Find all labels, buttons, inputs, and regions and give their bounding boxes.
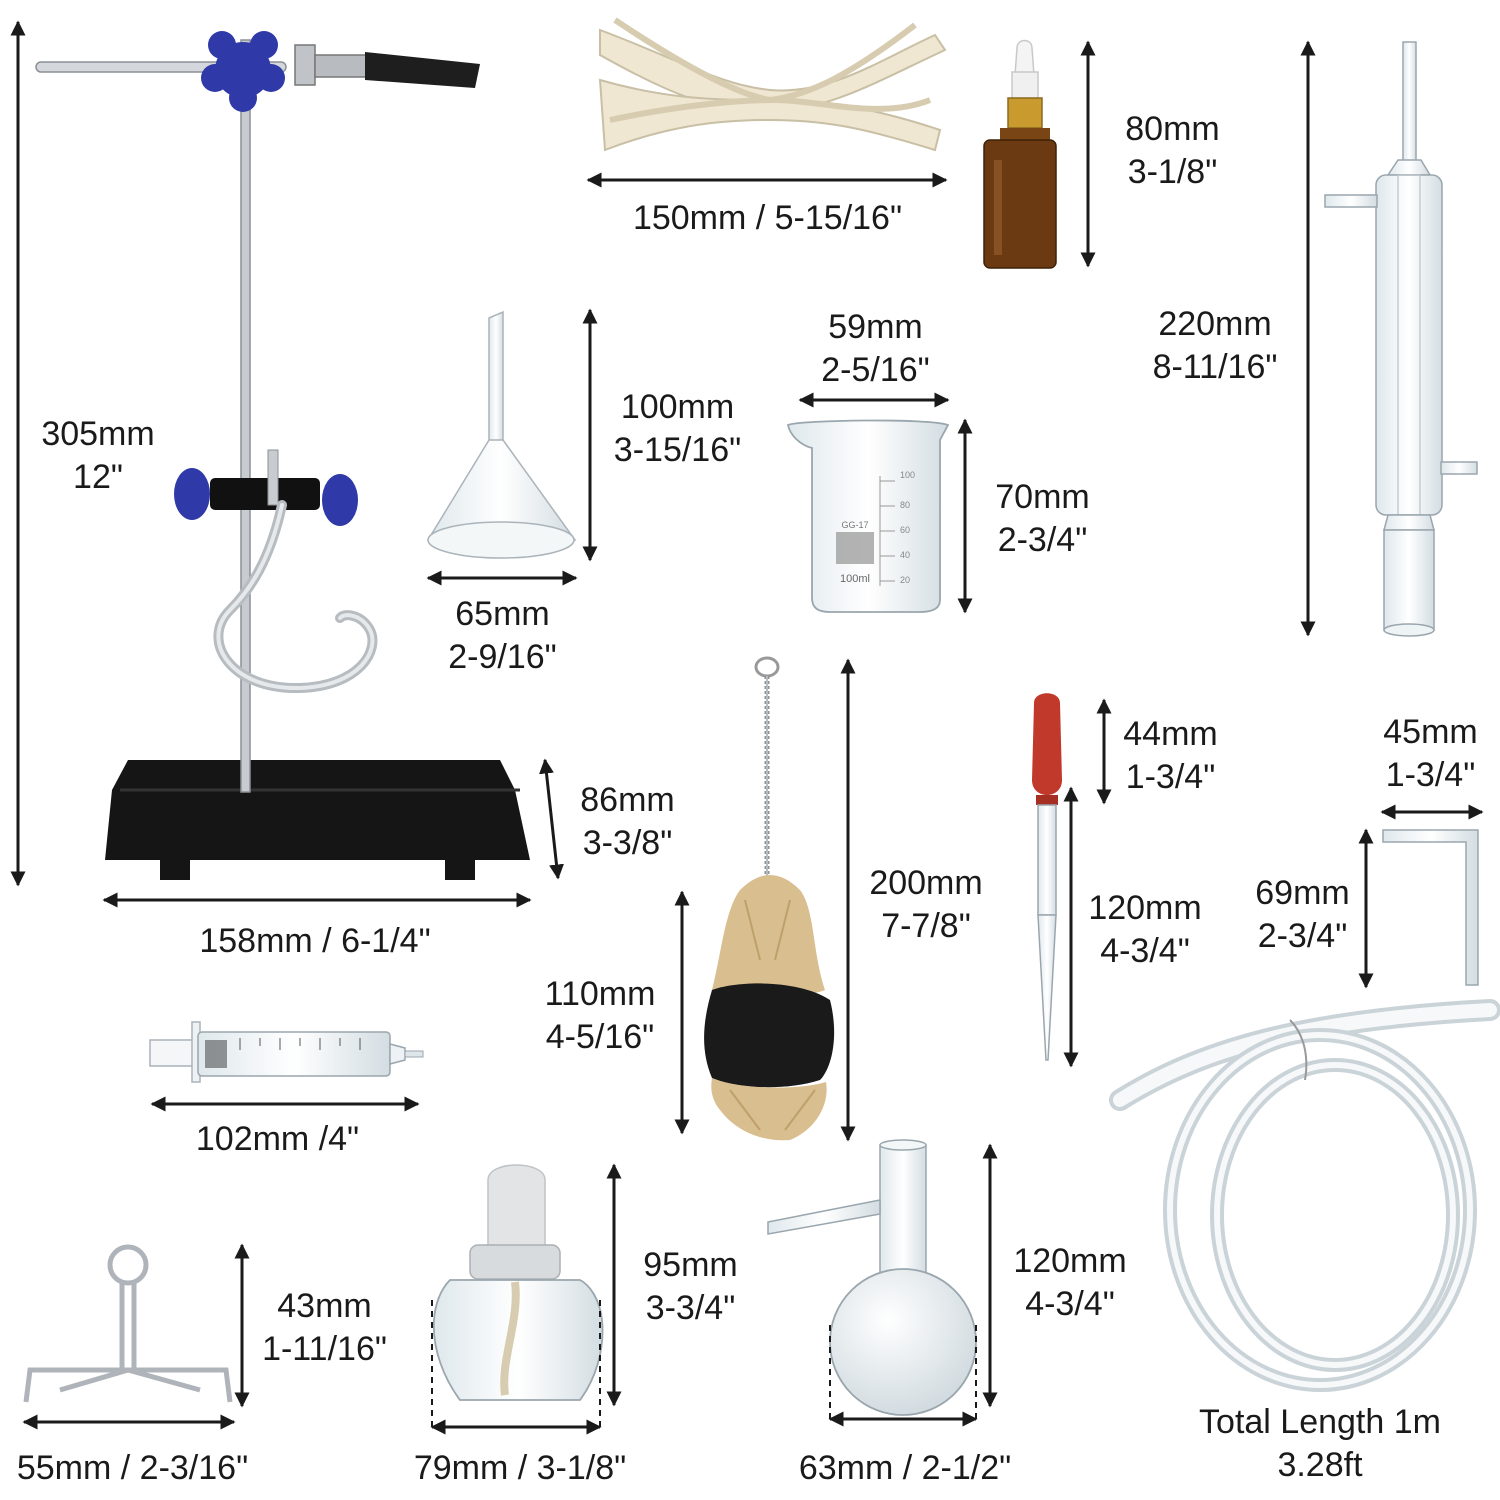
beaker-mark-40: 40 bbox=[900, 550, 910, 560]
beaker-height-in: 2-3/4" bbox=[997, 521, 1088, 559]
pipette-tube-label: 120mm 4-3/4" bbox=[1075, 887, 1215, 973]
beaker-icon: GG-17 100ml 100 80 60 40 20 bbox=[786, 419, 950, 613]
pipette-tube-in: 4-3/4" bbox=[1100, 932, 1190, 970]
syringe-width-label: 102mm /4" bbox=[195, 1120, 360, 1158]
syringe-icon bbox=[149, 1021, 424, 1083]
pipette-bulb-in: 1-3/4" bbox=[1125, 758, 1216, 796]
wicks-width-label: 150mm / 5-15/16" bbox=[632, 199, 903, 237]
brush-total-mm: 200mm bbox=[869, 864, 983, 902]
burner-height-label: 95mm 3-3/4" bbox=[628, 1244, 753, 1330]
dimension-guides bbox=[431, 1300, 977, 1430]
base-height-in: 3-3/8" bbox=[582, 824, 673, 862]
base-height-mm: 86mm bbox=[580, 781, 675, 819]
condenser-height-mm: 220mm bbox=[1158, 305, 1272, 343]
cotton-wicks-icon bbox=[598, 17, 947, 152]
burner-width-label: 79mm / 3-1/8" bbox=[413, 1449, 627, 1487]
ring-clamp-icon bbox=[174, 449, 378, 694]
funnel-width-in: 2-9/16" bbox=[448, 638, 557, 676]
pipette-bulb-mm: 44mm bbox=[1123, 715, 1218, 753]
tripod-width-label: 55mm / 2-3/16" bbox=[16, 1449, 249, 1487]
tripod-height-mm: 43mm bbox=[277, 1287, 372, 1325]
amber-dropper-bottle-icon bbox=[983, 39, 1057, 269]
condenser-height-in: 8-11/16" bbox=[1152, 348, 1278, 386]
bent-glass-tube-icon bbox=[1382, 829, 1479, 986]
pipette-bulb-label: 44mm 1-3/4" bbox=[1108, 713, 1233, 799]
brush-total-label: 200mm 7-7/8" bbox=[856, 862, 996, 948]
burner-height-in: 3-3/4" bbox=[645, 1289, 736, 1327]
bottle-height-in: 3-1/8" bbox=[1127, 153, 1218, 191]
beaker-width-mm: 59mm bbox=[828, 308, 923, 346]
ring-stand-icon bbox=[35, 31, 530, 880]
bent-tube-width-label: 45mm 1-3/4" bbox=[1368, 711, 1493, 797]
burner-height-mm: 95mm bbox=[643, 1246, 738, 1284]
stand-base-icon bbox=[105, 760, 530, 880]
flask-width-label: 63mm / 2-1/2" bbox=[798, 1449, 1012, 1487]
flask-height-mm: 120mm bbox=[1013, 1242, 1127, 1280]
bent-tube-width-mm: 45mm bbox=[1383, 713, 1478, 751]
tubing-length-m: Total Length 1m bbox=[1199, 1403, 1441, 1441]
stand-height-mm: 305mm bbox=[41, 415, 155, 453]
flask-height-label: 120mm 4-3/4" bbox=[1000, 1240, 1140, 1326]
beaker-width-label: 59mm 2-5/16" bbox=[808, 306, 943, 392]
condenser-height-label: 220mm 8-11/16" bbox=[1140, 303, 1290, 389]
brush-head-mm: 110mm bbox=[544, 975, 656, 1013]
bottle-height-label: 80mm 3-1/8" bbox=[1110, 108, 1235, 194]
stand-height-in: 12" bbox=[73, 458, 123, 496]
funnel-width-mm: 65mm bbox=[455, 595, 550, 633]
beaker-mark-80: 80 bbox=[900, 500, 910, 510]
round-flask-icon bbox=[767, 1139, 977, 1416]
beaker-capacity-text: 100ml bbox=[840, 573, 870, 585]
bent-tube-height-label: 69mm 2-3/4" bbox=[1240, 872, 1365, 958]
funnel-icon bbox=[426, 310, 577, 559]
funnel-height-mm: 100mm bbox=[620, 388, 735, 426]
beaker-height-mm: 70mm bbox=[995, 478, 1090, 516]
base-height-arrow bbox=[539, 758, 564, 880]
flask-height-in: 4-3/4" bbox=[1025, 1285, 1115, 1323]
silicone-tubing-icon bbox=[1109, 999, 1500, 1392]
bottle-brush-icon bbox=[704, 656, 835, 1141]
stand-height-label: 305mm 12" bbox=[28, 413, 168, 499]
tubing-length-label: Total Length 1m 3.28ft bbox=[1175, 1401, 1465, 1487]
beaker-mark-60: 60 bbox=[900, 525, 910, 535]
top-clamp-knob-icon bbox=[201, 31, 285, 112]
funnel-width-label: 65mm 2-9/16" bbox=[435, 593, 570, 679]
bent-tube-height-mm: 69mm bbox=[1255, 874, 1350, 912]
base-height-label: 86mm 3-3/8" bbox=[565, 779, 690, 865]
clamp-jaw-icon bbox=[294, 44, 480, 88]
tubing-length-ft: 3.28ft bbox=[1277, 1446, 1363, 1484]
bent-tube-width-in: 1-3/4" bbox=[1385, 756, 1476, 794]
dimension-arrows bbox=[10, 20, 1484, 1435]
bent-tube-height-in: 2-3/4" bbox=[1257, 917, 1348, 955]
stand-width-label: 158mm / 6-1/4" bbox=[199, 922, 431, 960]
glass-pipette-icon bbox=[1032, 693, 1062, 1061]
beaker-mark-20: 20 bbox=[900, 575, 910, 585]
bottle-height-mm: 80mm bbox=[1125, 110, 1220, 148]
pipette-tube-mm: 120mm bbox=[1088, 889, 1202, 927]
beaker-height-label: 70mm 2-3/4" bbox=[980, 476, 1105, 562]
tripod-height-in: 1-11/16" bbox=[262, 1330, 387, 1368]
beaker-brand-text: GG-17 bbox=[841, 520, 868, 530]
funnel-height-in: 3-15/16" bbox=[613, 431, 742, 469]
wire-tripod-icon bbox=[23, 1244, 233, 1403]
alcohol-burner-icon bbox=[432, 1164, 604, 1401]
beaker-mark-100: 100 bbox=[900, 470, 915, 480]
brush-total-in: 7-7/8" bbox=[881, 907, 971, 945]
condenser-icon bbox=[1324, 41, 1478, 637]
brush-head-label: 110mm 4-5/16" bbox=[530, 973, 670, 1059]
beaker-width-in: 2-5/16" bbox=[821, 351, 930, 389]
funnel-height-label: 100mm 3-15/16" bbox=[600, 386, 755, 472]
tripod-height-label: 43mm 1-11/16" bbox=[252, 1285, 397, 1371]
brush-head-in: 4-5/16" bbox=[545, 1018, 655, 1056]
